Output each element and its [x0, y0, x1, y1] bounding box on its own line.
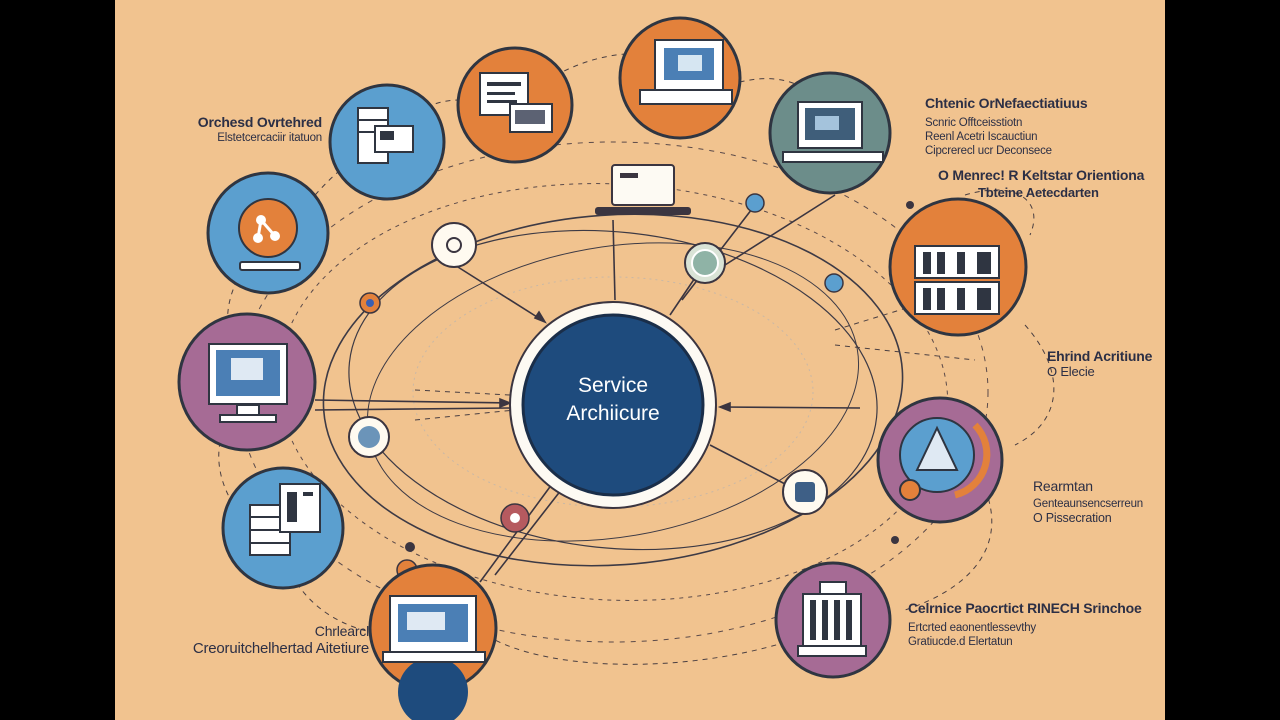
- junction-nodes: [300, 193, 914, 581]
- diagram-canvas: Service Archiicure: [115, 0, 1165, 720]
- service-architecture-diagram: Service Archiicure: [177, 16, 1055, 720]
- hub-label-line2: Archiicure: [566, 402, 659, 425]
- node-file-stack: [221, 466, 345, 590]
- document-window-icon: [479, 72, 553, 133]
- label-right-lower: Rearmtan Genteaunsencserreun O Pissecrat…: [1033, 477, 1143, 525]
- node-share-network: [206, 171, 330, 295]
- label-right-lower-title: Rearmtan: [1033, 478, 1093, 494]
- label-top-right: Chtenic OrNefaectiatiuus Scnric Offtceis…: [925, 94, 1088, 158]
- label-top-left-title: Orchesd Ovrtehred: [197, 114, 322, 130]
- node-server-rack: [328, 83, 446, 201]
- laptop-window-icon: [382, 595, 486, 663]
- label-bottom-right: Celrnice Paocrtict RINECH Srinchoe Ertcr…: [908, 599, 1142, 649]
- label-right-sub: O Elecie: [1047, 364, 1095, 379]
- node-desktop: [177, 312, 317, 452]
- file-stack-icon: [249, 483, 321, 556]
- label-bottom-left: Chrlearcl Creoruitchelhertad Aitetiure: [193, 622, 369, 658]
- label-top-right-sub1: Scnric Offtceisstiotn: [925, 117, 1023, 129]
- label-mid-right-sub: Tbteine Aetecdarten: [978, 185, 1099, 200]
- label-bottom-left-sub: Creoruitchelhertad Aitetiure: [192, 640, 369, 657]
- service-architecture-hub: Service Archiicure: [509, 301, 717, 509]
- node-server-cabinet: [774, 561, 892, 679]
- label-bottom-right-sub1: Ertcrted eaonentlessevthy: [908, 622, 1036, 634]
- node-documents: [456, 46, 574, 164]
- laptop-icon: [639, 39, 733, 105]
- node-database: [888, 197, 1028, 337]
- label-bottom-right-title: Celrnice Paocrtict RINECH Srinchoe: [908, 600, 1142, 616]
- node-monitor: [768, 71, 892, 195]
- label-right-lower-sub2: O Pissecration: [1033, 511, 1112, 525]
- label-right-title: Ehrind Acritiune: [1047, 348, 1153, 364]
- label-bottom-right-sub2: Gratiucde.d Elertatun: [908, 636, 1013, 648]
- monitor-icon: [782, 101, 884, 163]
- label-mid-right-title: O Menrec! R Keltstar Orientiona: [938, 167, 1145, 183]
- hub-label-line1: Service: [578, 374, 648, 397]
- label-right-lower-sub1: Genteaunsencserreun: [1033, 498, 1143, 510]
- top-laptop-icon: [595, 164, 691, 215]
- server-cabinet-icon: [797, 581, 867, 657]
- node-laptop: [618, 16, 742, 140]
- cloud-triangle-icon: [899, 417, 991, 501]
- share-network-icon: [238, 198, 301, 271]
- node-cloud-triangle: [876, 396, 1004, 524]
- label-right: Ehrind Acritiune O Elecie: [1047, 347, 1152, 379]
- label-top-left: Orchesd Ovrtehred Elstetcercaciir itatuo…: [198, 113, 322, 145]
- label-top-right-title: Chtenic OrNefaectiatiuus: [925, 95, 1088, 111]
- label-mid-right: O Menrec! R Keltstar Orientiona Tbteine …: [938, 166, 1144, 202]
- label-top-right-sub3: Cipcrerecl ucr Deconsece: [925, 145, 1052, 157]
- label-bottom-left-title: Chrlearcl: [314, 623, 369, 639]
- node-laptop-window: [368, 563, 498, 720]
- desktop-computer-icon: [208, 343, 288, 423]
- label-top-left-sub: Elstetcercaciir itatuon: [217, 132, 322, 144]
- server-rack-icon: [357, 107, 414, 164]
- database-cabinet-icon: [914, 245, 1000, 315]
- label-top-right-sub2: Reenl Acetri Iscauctiun: [925, 131, 1038, 143]
